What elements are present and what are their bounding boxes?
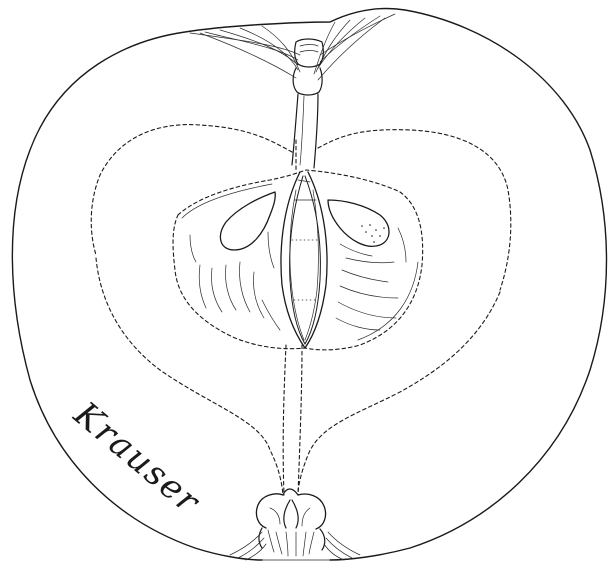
stem <box>292 39 323 168</box>
core-line-upper <box>91 125 292 255</box>
vascular-line-left <box>283 345 286 495</box>
seed-right-stipple <box>361 224 385 243</box>
variety-label: Krauser <box>65 394 208 523</box>
core-line-lower-right <box>298 292 500 495</box>
apple-outline <box>12 9 606 561</box>
calyx <box>230 489 360 560</box>
seed-right <box>328 200 389 246</box>
seed-left <box>220 192 275 250</box>
carpel-walls <box>281 172 327 348</box>
core-chamber <box>173 170 423 350</box>
stem-cavity <box>190 14 395 80</box>
